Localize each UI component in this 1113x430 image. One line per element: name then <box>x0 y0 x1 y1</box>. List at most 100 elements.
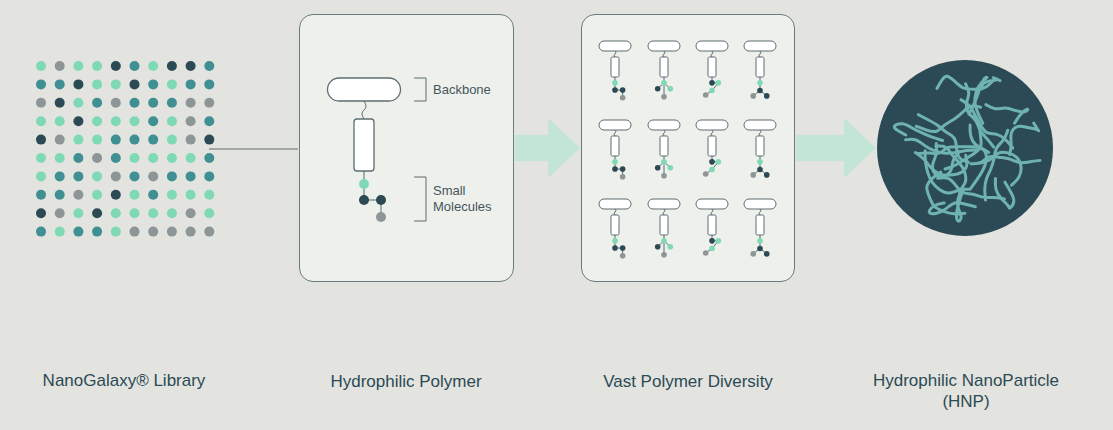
small-molecule-dot <box>764 93 770 99</box>
library-dot <box>55 79 65 89</box>
library-dot <box>73 190 83 200</box>
library-dot <box>186 208 196 218</box>
small-molecule-dot <box>716 80 722 86</box>
link-line <box>209 148 298 149</box>
small-molecule-dot <box>709 80 715 86</box>
library-dot <box>167 190 177 200</box>
caption-label: Vast Polymer Diversity <box>568 371 808 392</box>
small-molecule-dot <box>620 253 626 259</box>
small-molecule-dot <box>359 195 369 205</box>
library-dot <box>130 171 140 181</box>
small-molecule-dot <box>661 238 667 244</box>
polymer-strand <box>938 178 1005 199</box>
library-grid: NanoGalaxy® Library <box>34 59 216 239</box>
library-dot <box>92 116 102 126</box>
polymer-block <box>660 57 668 77</box>
library-dot <box>111 171 121 181</box>
library-dot <box>204 190 214 200</box>
small-molecule-dot <box>620 245 626 251</box>
polymer-block <box>611 215 619 235</box>
library-dot <box>186 116 196 126</box>
backbone-pill <box>648 120 680 130</box>
library-dot <box>130 61 140 71</box>
small-molecule-dot <box>709 167 715 173</box>
library-dot <box>36 171 46 181</box>
library-dot <box>204 116 214 126</box>
caption-label: Hydrophilic Polymer <box>286 371 526 392</box>
nanoparticle-circle: Hydrophilic NanoParticle (HNP) <box>877 60 1053 236</box>
small-molecule-dot <box>703 92 709 98</box>
library-dot <box>204 79 214 89</box>
small-molecule-dot <box>709 238 715 244</box>
library-dot <box>36 208 46 218</box>
small-molecule-dot <box>661 159 667 165</box>
library-dot <box>55 190 65 200</box>
library-dot <box>36 135 46 145</box>
library-dot <box>73 98 83 108</box>
linker-squiggle <box>711 209 713 215</box>
linker-squiggle <box>362 101 366 119</box>
backbone-bracket <box>414 78 426 101</box>
library-dot <box>204 208 214 218</box>
library-dot <box>186 171 196 181</box>
library-dot <box>36 98 46 108</box>
library-dot <box>36 227 46 237</box>
polymer-block <box>756 215 764 235</box>
small-molecule-dot <box>612 245 618 251</box>
library-dot <box>111 227 121 237</box>
small-molecule-dot <box>661 94 667 100</box>
library-dot <box>36 79 46 89</box>
library-dot <box>148 153 158 163</box>
library-dot <box>55 153 65 163</box>
library-dot <box>36 116 46 126</box>
node-illustration <box>300 15 515 283</box>
linker-squiggle <box>759 209 761 215</box>
library-dot <box>55 98 65 108</box>
small-molecule-dot <box>612 238 618 244</box>
library-dot <box>148 190 158 200</box>
small-molecule-dot <box>668 86 674 92</box>
library-dot <box>186 61 196 71</box>
library-dot <box>167 61 177 71</box>
diversity-panel: Vast Polymer Diversity <box>581 14 795 282</box>
backbone-pill <box>599 41 631 51</box>
small-molecule-dot <box>655 244 661 250</box>
library-dot <box>148 61 158 71</box>
polymer-block <box>708 136 716 156</box>
small-molecule-dot <box>620 166 626 172</box>
polymer-strand <box>971 156 1040 163</box>
small-molecule-dot <box>612 159 618 165</box>
library-dot <box>111 190 121 200</box>
caption-label: Hydrophilic NanoParticle (HNP) <box>861 370 1071 412</box>
library-dot <box>111 61 121 71</box>
library-dot <box>92 135 102 145</box>
small-molecule-dot <box>668 244 674 250</box>
library-dot <box>167 116 177 126</box>
library-dot <box>204 153 214 163</box>
small-molecule-dot <box>757 88 763 94</box>
small-molecule-dot <box>376 212 386 222</box>
library-dot <box>167 171 177 181</box>
polymer-block <box>756 57 764 77</box>
library-dot <box>130 153 140 163</box>
part-label: Backbone <box>433 82 513 98</box>
library-dot <box>130 98 140 108</box>
library-dot <box>92 227 102 237</box>
small-molecule-dot <box>661 80 667 86</box>
flow-arrow <box>796 118 876 178</box>
linker-squiggle <box>663 51 665 57</box>
small-molecule-dot <box>612 80 618 86</box>
library-dot <box>130 135 140 145</box>
library-dot <box>92 190 102 200</box>
small-molecule-dot <box>750 93 756 99</box>
polymer-strand <box>995 179 1014 208</box>
polymer-strand <box>918 115 968 163</box>
library-dot <box>186 135 196 145</box>
backbone-pill <box>599 120 631 130</box>
library-dot <box>167 98 177 108</box>
library-dot <box>186 153 196 163</box>
linker-squiggle <box>711 130 713 136</box>
library-dot <box>73 135 83 145</box>
library-dot <box>148 227 158 237</box>
library-dot <box>55 116 65 126</box>
